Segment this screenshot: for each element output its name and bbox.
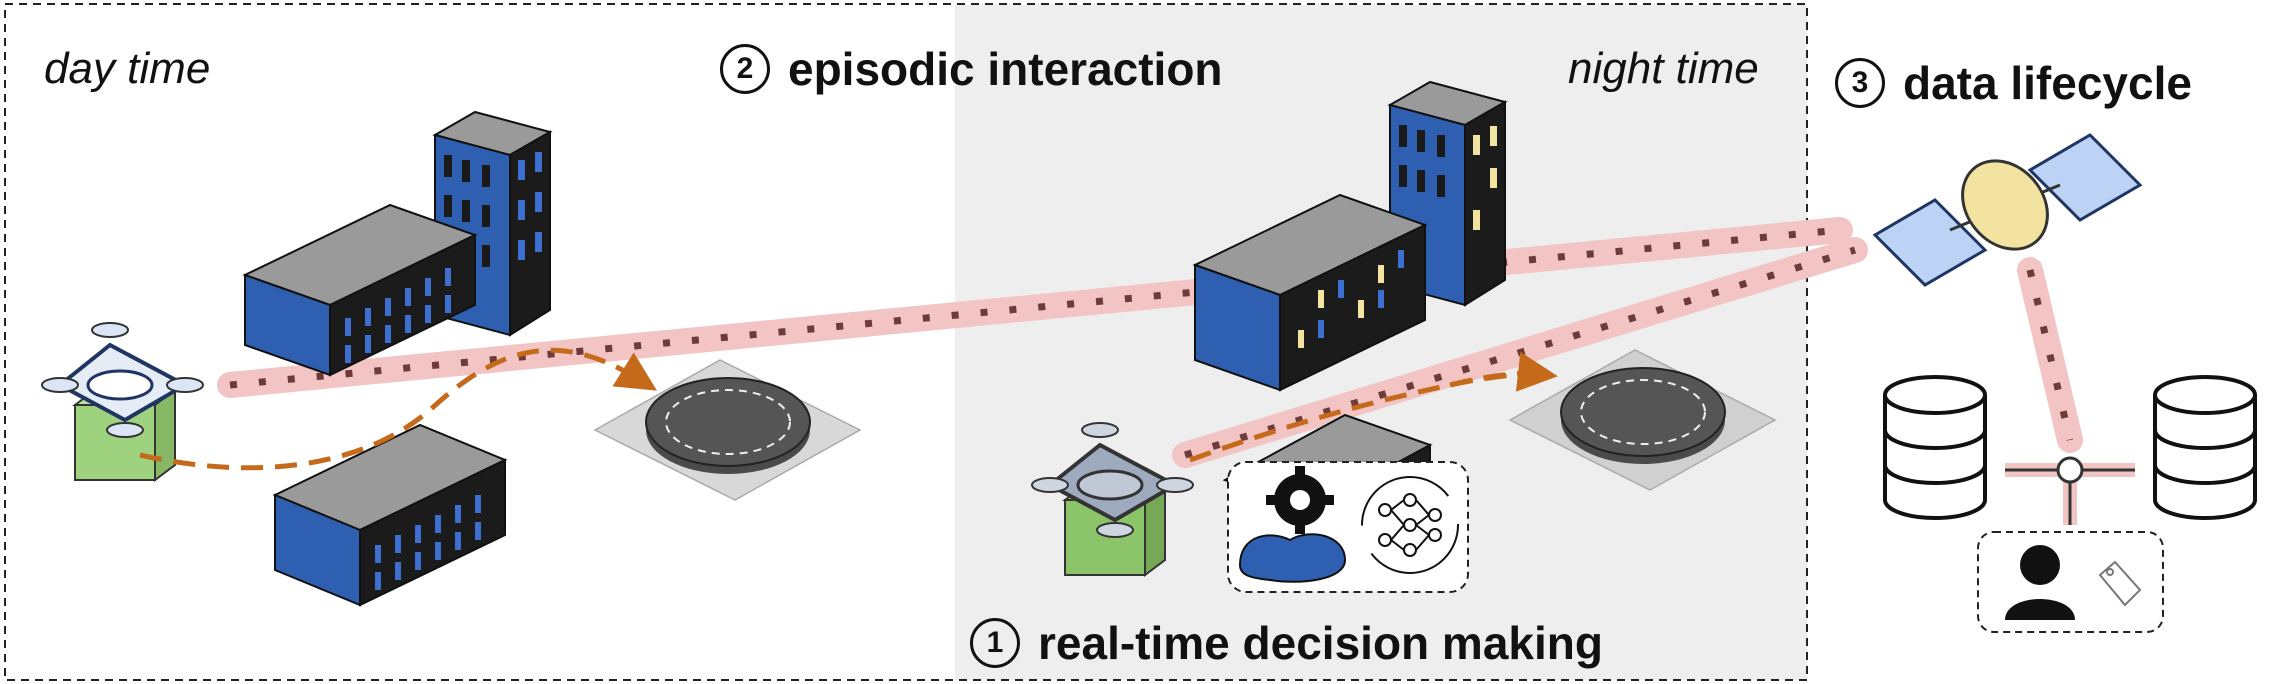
neural-network-icon — [1361, 476, 1459, 574]
helipad-icon — [593, 359, 862, 501]
episodic-interaction-text: episodic interaction — [788, 42, 1223, 95]
day-time-label: day time — [44, 44, 211, 93]
day-trajectory — [139, 347, 657, 471]
link-day-drone-satellite — [217, 217, 1853, 398]
night-time-label: night time — [1568, 44, 1759, 93]
drone-icon — [41, 322, 204, 482]
environment-boundary — [4, 3, 1808, 681]
satellite-icon — [1872, 133, 2143, 287]
step-number-3: 3 — [1835, 57, 1885, 108]
helipad-icon — [1508, 349, 1777, 491]
decision-panel — [1227, 461, 1469, 593]
gear-brain-icon — [1238, 466, 1347, 583]
database-icon — [2153, 375, 2257, 520]
data-lifecycle-label: 3 data lifecycle — [1835, 52, 2192, 110]
step-number-2: 2 — [720, 43, 770, 94]
network-connector — [2005, 456, 2135, 525]
building-icon — [242, 203, 478, 377]
building-icon — [272, 423, 508, 607]
real-time-decision-text: real-time decision making — [1038, 616, 1603, 669]
step-number-1: 1 — [970, 617, 1020, 668]
episodic-interaction-label: 2 episodic interaction — [720, 38, 1223, 96]
building-icon — [1387, 80, 1508, 307]
building-icon — [1192, 193, 1428, 392]
database-icon — [1883, 375, 1987, 520]
tag-icon — [2098, 560, 2142, 607]
link-satellite-database — [2017, 257, 2083, 453]
drone-icon — [1031, 422, 1194, 577]
real-time-decision-label: 1 real-time decision making — [970, 612, 1603, 670]
user-icon — [2005, 545, 2075, 620]
data-lifecycle-text: data lifecycle — [1903, 56, 2192, 109]
user-panel — [1977, 531, 2164, 633]
